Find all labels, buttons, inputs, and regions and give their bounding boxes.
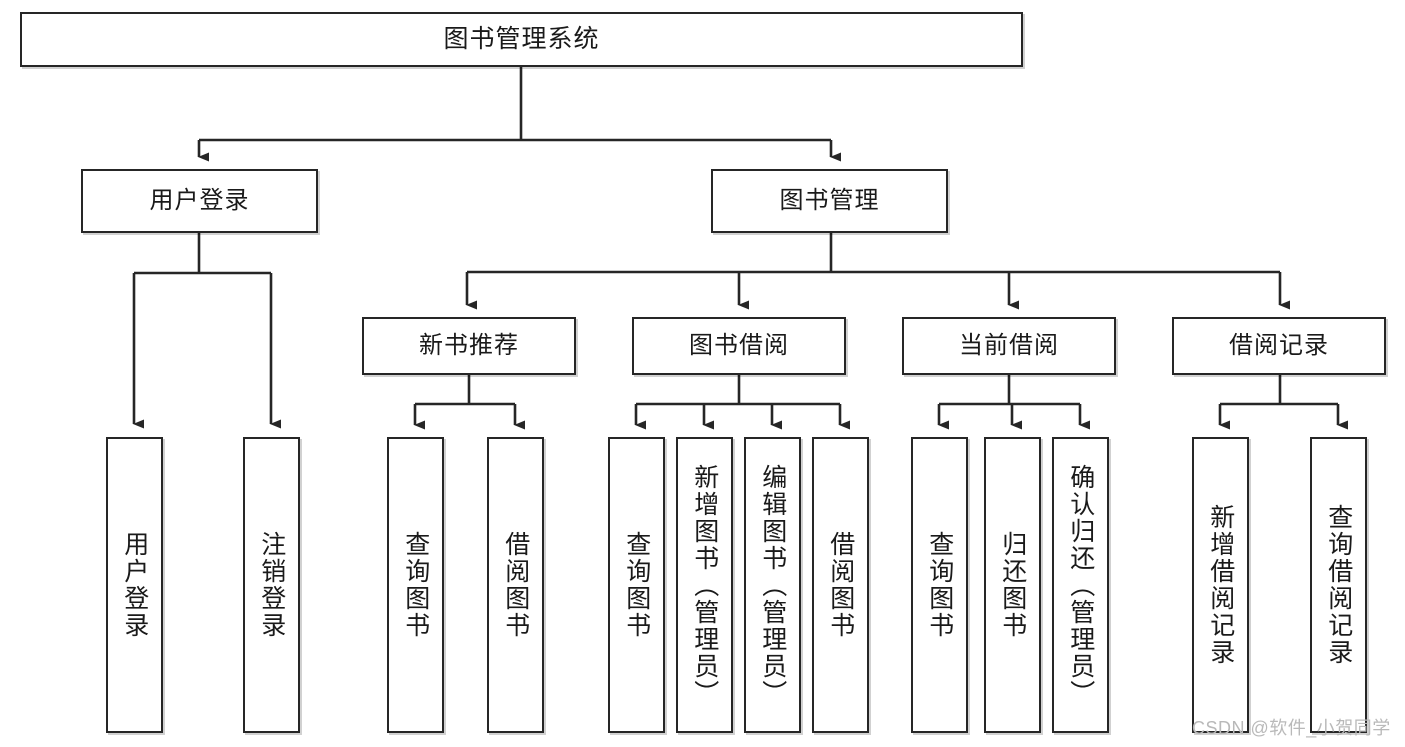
node-leaf-return-book[interactable]: 归还图书 bbox=[984, 437, 1041, 733]
node-user-login[interactable]: 用户登录 bbox=[81, 169, 318, 233]
node-leaf-query-book-recommend[interactable]: 查询图书 bbox=[387, 437, 444, 733]
node-leaf-borrow-book[interactable]: 借阅图书 bbox=[812, 437, 869, 733]
node-root[interactable]: 图书管理系统 bbox=[20, 12, 1023, 67]
node-leaf-query-borrow-record-label: 查询借阅记录 bbox=[1324, 504, 1353, 666]
node-leaf-query-book-current[interactable]: 查询图书 bbox=[911, 437, 968, 733]
node-leaf-query-borrow-record[interactable]: 查询借阅记录 bbox=[1310, 437, 1367, 733]
node-leaf-query-book-current-label: 查询图书 bbox=[925, 531, 954, 639]
node-leaf-return-book-label: 归还图书 bbox=[998, 531, 1027, 639]
node-leaf-add-borrow-record[interactable]: 新增借阅记录 bbox=[1192, 437, 1249, 733]
node-leaf-user-login[interactable]: 用户登录 bbox=[106, 437, 163, 733]
node-leaf-add-book-admin-label: 新增图书（管理员） bbox=[690, 463, 719, 707]
node-leaf-add-borrow-record-label: 新增借阅记录 bbox=[1206, 504, 1235, 666]
node-borrow-record[interactable]: 借阅记录 bbox=[1172, 317, 1386, 375]
node-leaf-borrow-book-recommend[interactable]: 借阅图书 bbox=[487, 437, 544, 733]
node-leaf-confirm-return-admin[interactable]: 确认归还（管理员） bbox=[1052, 437, 1109, 733]
node-leaf-logout-login-label: 注销登录 bbox=[257, 531, 286, 639]
node-leaf-query-book-borrow[interactable]: 查询图书 bbox=[608, 437, 665, 733]
node-leaf-query-book-recommend-label: 查询图书 bbox=[401, 531, 430, 639]
node-book-borrow-label: 图书借阅 bbox=[689, 332, 789, 359]
node-user-login-label: 用户登录 bbox=[149, 187, 250, 214]
node-book-manage[interactable]: 图书管理 bbox=[711, 169, 948, 233]
node-leaf-borrow-book-recommend-label: 借阅图书 bbox=[501, 531, 530, 639]
node-leaf-query-book-borrow-label: 查询图书 bbox=[622, 531, 651, 639]
node-current-borrow-label: 当前借阅 bbox=[959, 332, 1059, 359]
node-leaf-logout-login[interactable]: 注销登录 bbox=[243, 437, 300, 733]
node-leaf-user-login-label: 用户登录 bbox=[120, 531, 149, 639]
node-leaf-confirm-return-admin-label: 确认归还（管理员） bbox=[1066, 463, 1095, 707]
node-new-book-recommend[interactable]: 新书推荐 bbox=[362, 317, 576, 375]
node-book-borrow[interactable]: 图书借阅 bbox=[632, 317, 846, 375]
node-new-book-recommend-label: 新书推荐 bbox=[419, 332, 519, 359]
node-root-label: 图书管理系统 bbox=[443, 25, 600, 53]
node-current-borrow[interactable]: 当前借阅 bbox=[902, 317, 1116, 375]
node-leaf-borrow-book-label: 借阅图书 bbox=[826, 531, 855, 639]
node-leaf-add-book-admin[interactable]: 新增图书（管理员） bbox=[676, 437, 733, 733]
node-borrow-record-label: 借阅记录 bbox=[1229, 332, 1329, 359]
node-leaf-edit-book-admin[interactable]: 编辑图书（管理员） bbox=[744, 437, 801, 733]
node-leaf-edit-book-admin-label: 编辑图书（管理员） bbox=[758, 463, 787, 707]
node-book-manage-label: 图书管理 bbox=[779, 187, 880, 214]
